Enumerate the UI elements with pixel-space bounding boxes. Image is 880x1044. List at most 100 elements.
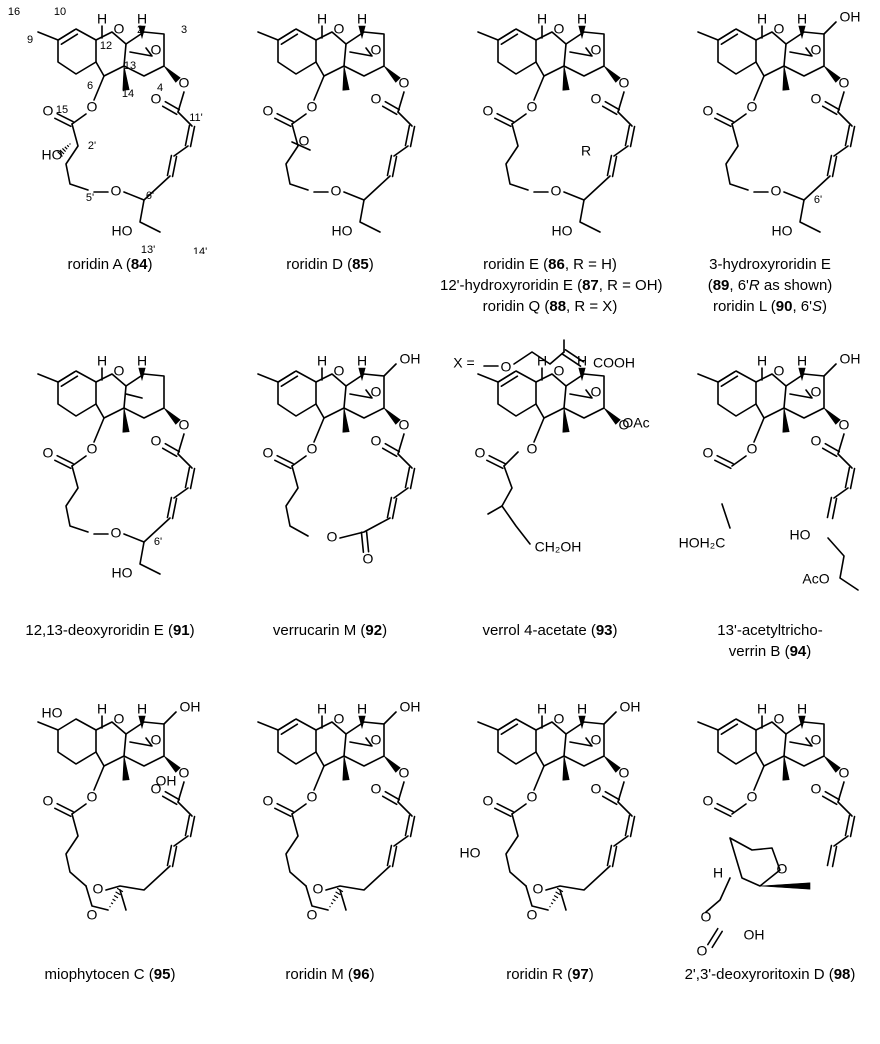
dioxolane-ring [525,885,549,911]
carbonyl-oxygen: O [811,433,822,449]
caption-text: ) [822,298,828,315]
wedge-bond [798,25,806,40]
carbonyl-oxygen: O [483,103,494,119]
ring-oxygen: O [533,881,544,897]
carbonyl [824,790,841,801]
alkene [409,467,416,490]
methyl-16 [697,31,719,41]
chain [837,111,853,127]
epoxide-oxygen: O [371,384,382,400]
atom-number: 6' [146,190,154,202]
alkene [826,844,833,867]
hashed-bond [57,143,71,157]
compound-number: 87 [582,277,599,294]
ring-oxygen: O [307,907,318,923]
ring-oxygen: O [114,363,125,379]
carbonyl [56,802,74,813]
left-chain [65,813,87,887]
carbonyl [161,447,178,458]
hydroxyl-label: HO [42,147,63,163]
hydroxymethyl-label: HOH₂C [679,535,726,551]
compound-caption: roridin E (86, R = H)12'-hydroxyroridin … [440,254,663,317]
right-chain [325,865,391,891]
hydrogen-label: H [317,701,327,717]
carbonyl-oxygen: O [703,793,714,809]
caption-line: roridin L (90, 6'S) [660,296,880,317]
caption-line: 12'-hydroxyroridin E (87, R = OH) [440,275,663,296]
methyl-16 [37,373,59,383]
ester-oxygen: O [327,529,338,545]
epoxide-oxygen: O [591,732,602,748]
epoxide-oxygen: O [151,42,162,58]
alkene [717,718,736,731]
epoxide [129,737,153,747]
hydroxyl-label: HO [332,223,353,239]
acetate-label: OAc [622,415,649,431]
ester-oxygen: O [747,99,758,115]
caption-text: as shown) [759,277,833,294]
chain [513,351,565,365]
chain [173,145,189,157]
atom-number: 9 [27,34,33,46]
ester-oxygen: O [619,417,630,433]
b-ring [95,373,127,419]
carbonyl [164,442,181,453]
b-ring [535,31,567,77]
atom-number: 2' [88,140,96,152]
ester-oxygen: O [619,75,630,91]
wedge-bond [562,407,570,433]
c15-bond [533,417,545,443]
atom-number: 6 [87,80,93,92]
methyl-16 [37,31,59,41]
r-group-label: R [581,143,591,159]
stereo-label: 6' [154,536,162,548]
alkene [500,375,519,388]
ester-oxygen: O [527,441,538,457]
ring-oxygen: O [334,711,345,727]
chain [721,503,731,529]
c15-bond [753,765,765,791]
ester-oxygen: O [179,75,190,91]
carbonyl [276,454,294,465]
carbonyl-oxygen: O [363,551,374,567]
methyl [559,889,567,911]
ring-oxygen: O [554,711,565,727]
carbonyl [381,447,398,458]
wedge-bond [578,367,586,382]
left-chain [285,123,309,191]
compound-number: 90 [775,298,793,315]
compound-caption: 3-hydroxyroridin E(89, 6'R as shown)rori… [660,254,880,317]
carbonyl [274,459,292,470]
alkene [386,496,393,519]
hydrogen-label: H [357,11,367,27]
methyl-16 [477,373,499,383]
carbonyl [54,807,72,818]
wedge-bond [782,407,790,433]
alkene [166,154,173,177]
alkene [184,814,191,837]
ether-oxygen: O [551,183,562,199]
carbonyl-oxygen: O [263,103,274,119]
wedge-bond [122,65,130,91]
a-ring [57,718,97,765]
carboxylic-acid-label: COOH [593,355,635,371]
alkene [717,370,736,383]
ester-oxygen: O [839,765,850,781]
ring-oxygen: O [313,881,324,897]
caption-text: ) [170,966,176,983]
compound-number: 91 [172,622,190,639]
methyl [487,505,503,515]
caption-text: ) [368,256,374,273]
caption-line: (89, 6'R as shown) [660,275,880,296]
hydrogen-label: H [537,701,547,717]
compound-number: 85 [352,256,369,273]
carbonyl [54,117,72,128]
compound-number: 84 [130,256,148,273]
carbonyl [821,447,838,458]
ester-bond [291,803,307,815]
ester-bond [731,113,747,125]
ether-oxygen: O [771,183,782,199]
